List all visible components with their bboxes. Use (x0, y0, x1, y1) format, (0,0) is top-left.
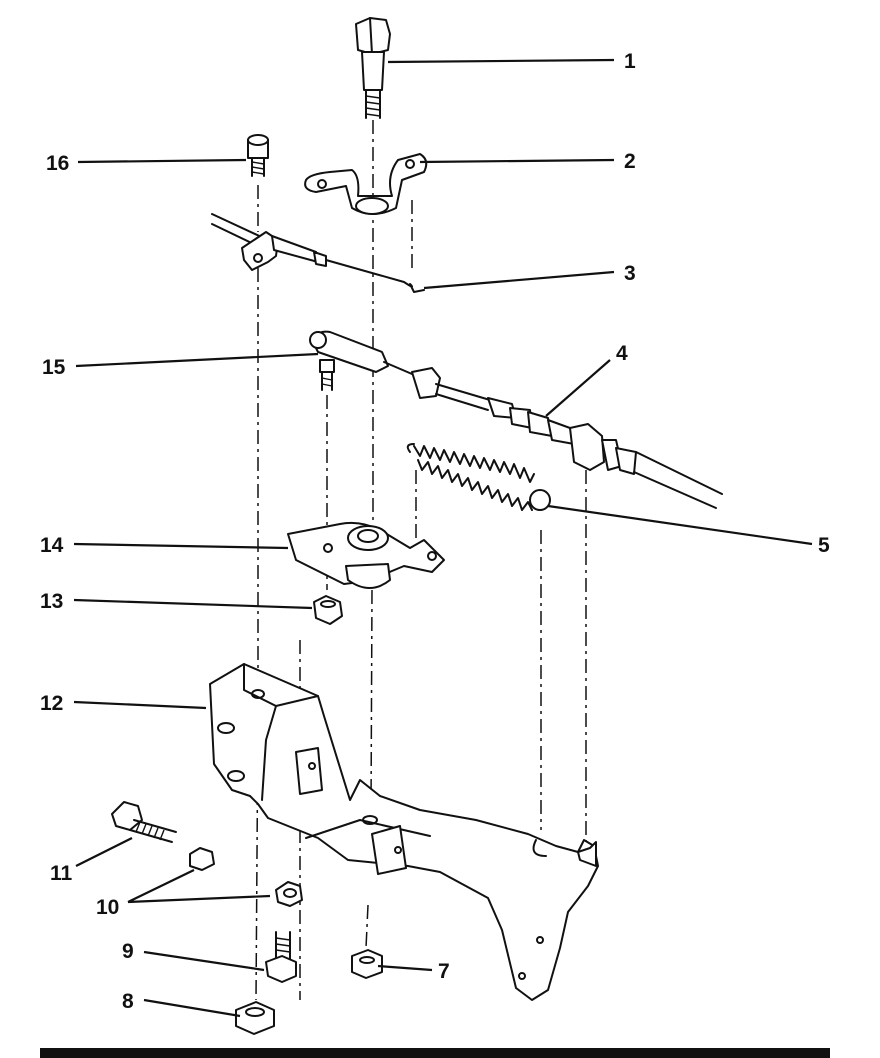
hex-bolt-small-part (265, 931, 297, 983)
callout-14: 14 (40, 534, 64, 557)
callout-10: 10 (96, 896, 119, 919)
callout-5: 5 (818, 534, 830, 557)
cable-housing-part (411, 367, 723, 509)
hex-nut-upper-part (313, 595, 343, 625)
callout-1: 1 (624, 50, 636, 73)
cap-screw-part (247, 134, 269, 177)
throttle-cable-part (211, 213, 425, 293)
pivot-bracket-part (304, 153, 428, 215)
hex-bolt-part (111, 801, 177, 843)
footer-bar (40, 1048, 830, 1058)
callout-labels: 1 2 3 4 5 7 8 9 10 11 12 13 14 15 16 (40, 50, 830, 1013)
callout-8: 8 (122, 990, 134, 1013)
mounting-bracket-part (209, 663, 599, 1001)
flange-nut-part (235, 1001, 275, 1035)
callout-16: 16 (46, 152, 69, 175)
cable-anchor-part (309, 330, 413, 391)
callout-4: 4 (616, 342, 628, 365)
callout-13: 13 (40, 590, 63, 613)
callout-11: 11 (50, 862, 73, 885)
callout-2: 2 (624, 150, 636, 173)
callout-15: 15 (42, 356, 66, 379)
leader-lines (73, 58, 813, 1018)
hex-nut-lower-part (351, 949, 383, 979)
callout-12: 12 (40, 692, 63, 715)
shoulder-bolt-part (355, 17, 391, 119)
extension-spring-part (406, 443, 551, 511)
callout-7: 7 (438, 960, 450, 983)
callout-3: 3 (624, 262, 636, 285)
hex-nut-pair-part (189, 847, 303, 907)
control-lever-part (287, 521, 445, 589)
callout-9: 9 (122, 940, 134, 963)
